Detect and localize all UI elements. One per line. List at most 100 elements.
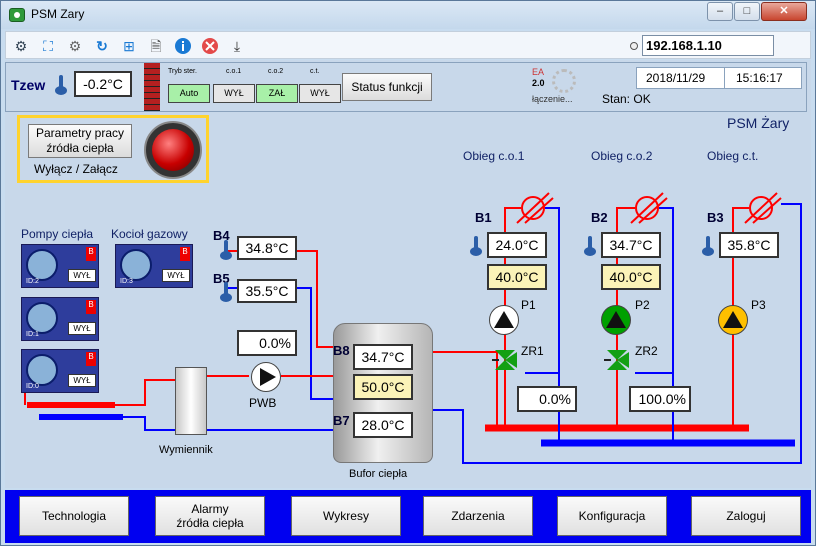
- b8-value: 34.7°C: [353, 344, 413, 370]
- info-icon[interactable]: [174, 37, 192, 55]
- heat-pump-2[interactable]: B WYŁ ID:2: [21, 244, 99, 288]
- ct-state-button[interactable]: WYŁ: [299, 84, 341, 103]
- zr1-label: ZR1: [521, 344, 544, 358]
- buffer-setpoint[interactable]: 50.0°C: [353, 374, 413, 400]
- datetime-divider: [724, 67, 725, 89]
- pump-arrow-icon: [260, 368, 276, 386]
- minimize-button[interactable]: ‒: [707, 2, 733, 21]
- p3-pump-icon[interactable]: [718, 305, 748, 335]
- fullscreen-icon[interactable]: ⛶: [43, 38, 53, 54]
- fan-icon: [120, 249, 152, 281]
- fan-icon: [26, 354, 58, 386]
- pwb-pump-icon[interactable]: [251, 362, 281, 392]
- p3-label: P3: [751, 298, 766, 312]
- mode-auto-button[interactable]: Auto: [168, 84, 210, 103]
- thermometer-icon: [54, 75, 68, 95]
- nav-login-button[interactable]: Zaloguj: [691, 496, 801, 536]
- nav-config-button[interactable]: Konfiguracja: [557, 496, 667, 536]
- heat-source-control-panel: Parametry pracy źródła ciepła Wyłącz / Z…: [17, 115, 209, 183]
- p1-pump-icon[interactable]: [489, 305, 519, 335]
- co1-state-button[interactable]: WYŁ: [213, 84, 255, 103]
- network-icon[interactable]: ⚙: [14, 38, 28, 54]
- power-toggle-button[interactable]: [144, 121, 202, 179]
- window-title: PSM Zary: [31, 7, 85, 21]
- date-label: 2018/11/29: [646, 71, 706, 85]
- document-icon[interactable]: 🗎: [150, 38, 162, 54]
- ea-label: EA: [532, 67, 545, 77]
- co2-setpoint[interactable]: 40.0°C: [601, 264, 661, 290]
- maximize-button[interactable]: □: [734, 2, 760, 21]
- status-panel: Tzew -0.2°C Tryb ster. c.o.1 c.o.2 c.t. …: [5, 62, 807, 112]
- loading-spinner-icon: [552, 69, 576, 93]
- unit-badge: B: [180, 247, 190, 261]
- heat-pump-0[interactable]: B WYŁ ID:0: [21, 349, 99, 393]
- heat-source-params-button[interactable]: Parametry pracy źródła ciepła: [28, 124, 132, 158]
- close-button[interactable]: ✕: [761, 2, 807, 21]
- close-icon[interactable]: [201, 37, 219, 55]
- unit-status: WYŁ: [68, 374, 96, 387]
- settings-icon[interactable]: ⚙: [68, 38, 82, 54]
- zr1-position: 0.0%: [517, 386, 577, 412]
- unit-status: WYŁ: [68, 322, 96, 335]
- app-icon: [9, 8, 25, 22]
- unit-status: WYŁ: [162, 269, 190, 282]
- p2-label: P2: [635, 298, 650, 312]
- circuit-2-label: Obieg c.o.2: [591, 149, 653, 163]
- co2-label: c.o.2: [268, 68, 284, 75]
- unit-id: ID:3: [120, 278, 133, 285]
- unit-badge: B: [86, 247, 96, 261]
- windows-icon[interactable]: ⊞: [123, 38, 135, 54]
- thermometer-icon: [583, 236, 597, 256]
- b2-value: 34.7°C: [601, 232, 661, 258]
- mode-label: Tryb ster.: [168, 68, 197, 75]
- ip-address-field[interactable]: 192.168.1.10: [642, 35, 774, 56]
- heat-pump-1[interactable]: B WYŁ ID:1: [21, 297, 99, 341]
- buffer-label: Bufor ciepła: [349, 468, 408, 480]
- co1-label: c.o.1: [226, 68, 242, 75]
- tzew-label: Tzew: [11, 77, 46, 93]
- p1-label: P1: [521, 298, 536, 312]
- pump-arrow-icon: [723, 311, 743, 328]
- b2-label: B2: [591, 210, 608, 225]
- circuit-3-label: Obieg c.t.: [707, 149, 759, 163]
- p2-pump-icon[interactable]: [601, 305, 631, 335]
- tzew-value: -0.2°C: [74, 71, 132, 97]
- nav-charts-button[interactable]: Wykresy: [291, 496, 401, 536]
- unit-id: ID:1: [26, 331, 39, 338]
- ct-label: c.t.: [310, 68, 320, 75]
- unit-id: ID:0: [26, 383, 39, 390]
- gas-boiler[interactable]: B WYŁ ID:3: [115, 244, 193, 288]
- co1-setpoint[interactable]: 40.0°C: [487, 264, 547, 290]
- thermometer-icon: [469, 236, 483, 256]
- b5-value: 35.5°C: [237, 279, 297, 303]
- b3-value: 35.8°C: [719, 232, 779, 258]
- b7-label: B7: [333, 413, 350, 428]
- refresh-icon[interactable]: ↻: [96, 38, 108, 54]
- plant-title: PSM Żary: [727, 115, 790, 131]
- power-lamp-icon: [152, 129, 194, 171]
- main-content: Tzew -0.2°C Tryb ster. c.o.1 c.o.2 c.t. …: [5, 60, 811, 488]
- status-function-button[interactable]: Status funkcji: [342, 73, 432, 101]
- zr2-label: ZR2: [635, 344, 658, 358]
- wall-icon: [144, 63, 160, 111]
- co2-state-button[interactable]: ZAŁ: [256, 84, 298, 103]
- thermometer-icon: [219, 240, 233, 260]
- toggle-label: Wyłącz / Załącz: [34, 162, 118, 176]
- nav-technologia-button[interactable]: Technologia: [19, 496, 129, 536]
- ip-radio[interactable]: [630, 42, 638, 50]
- state-label: Stan: OK: [602, 92, 651, 106]
- title-bar: PSM Zary ‒ □ ✕: [1, 1, 815, 29]
- unit-status: WYŁ: [68, 269, 96, 282]
- heat-exchanger-icon: [175, 367, 207, 435]
- download-icon[interactable]: ⤓: [233, 38, 241, 54]
- nav-alarms-button[interactable]: Alarmy źródła ciepła: [155, 496, 265, 536]
- b8-label: B8: [333, 343, 350, 358]
- nav-events-button[interactable]: Zdarzenia: [423, 496, 533, 536]
- b1-value: 24.0°C: [487, 232, 547, 258]
- circuit-1-label: Obieg c.o.1: [463, 149, 525, 163]
- close-icon-graphic: [202, 38, 218, 54]
- heat-exchanger-label: Wymiennik: [159, 444, 213, 456]
- thermometer-icon: [219, 282, 233, 302]
- pipe-diagram: [24, 192, 802, 464]
